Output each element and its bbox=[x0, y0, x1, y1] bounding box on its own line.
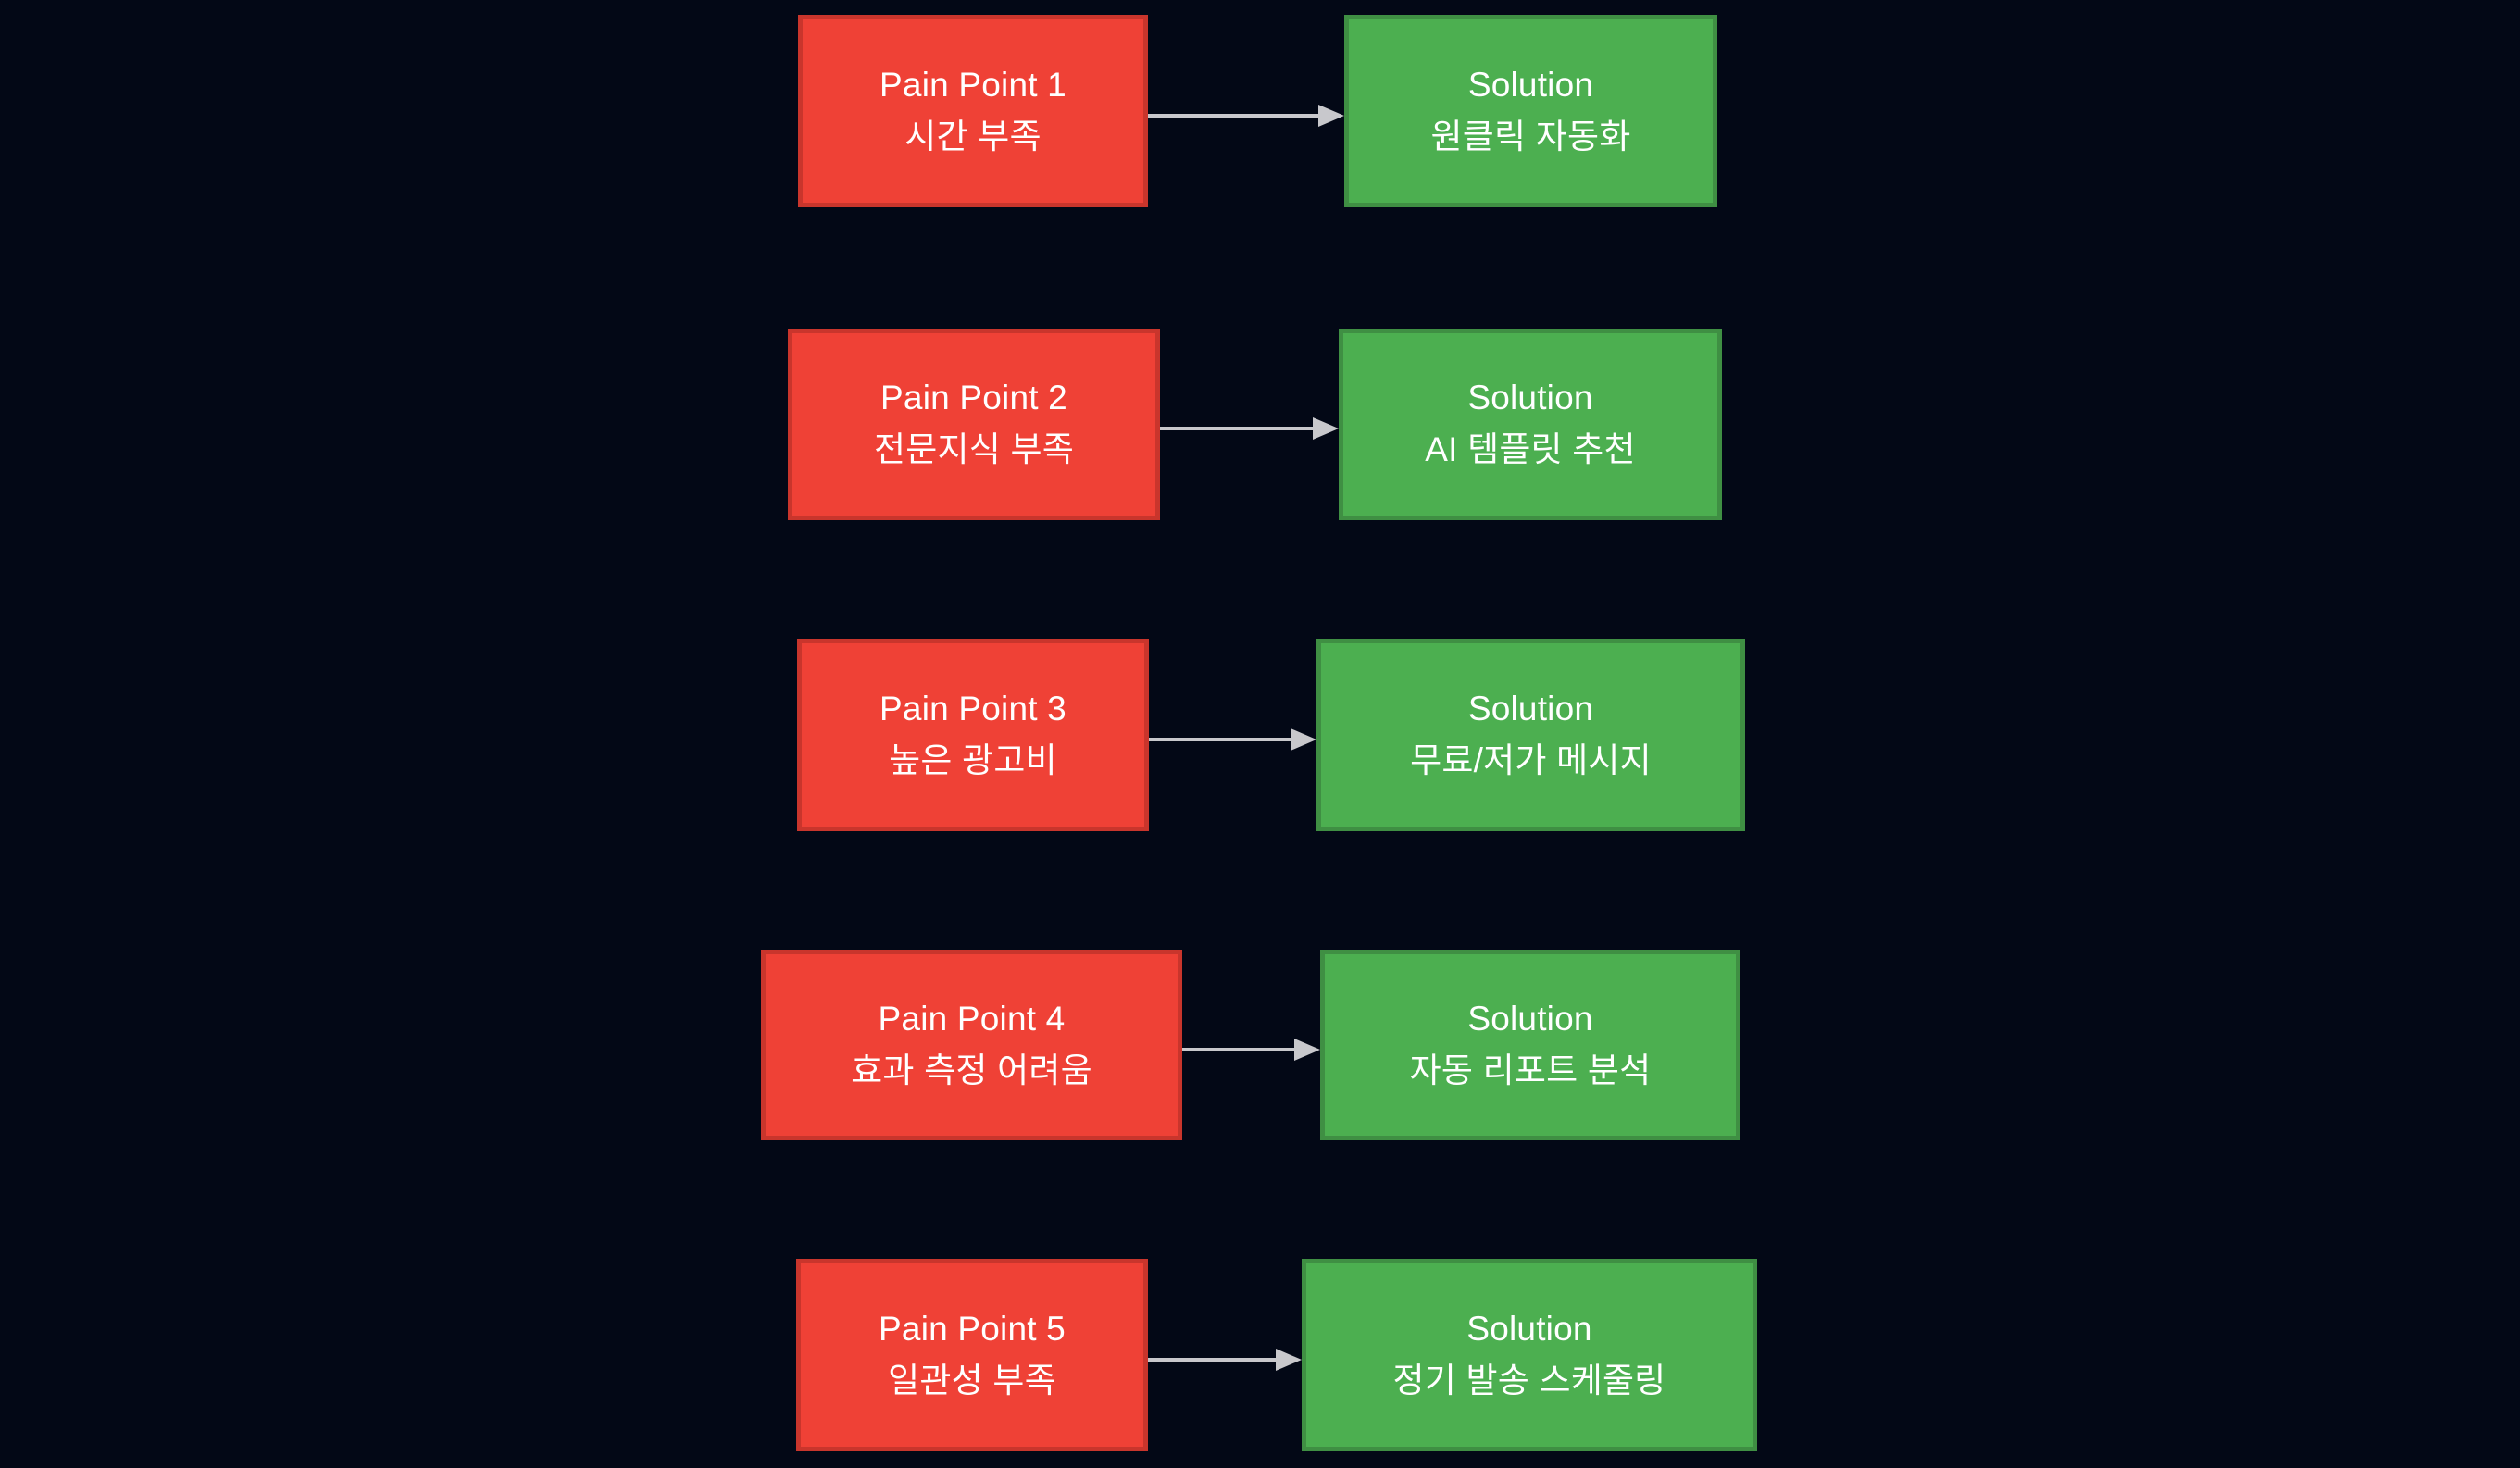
solution-title-4: Solution bbox=[1467, 999, 1593, 1038]
solution-detail-1: 원클릭 자동화 bbox=[1430, 117, 1631, 156]
flow-row-1: Pain Point 1 시간 부족 Solution 원클릭 자동화 bbox=[0, 15, 2520, 207]
pain-point-title-2: Pain Point 2 bbox=[880, 379, 1067, 417]
solution-box-1[interactable]: Solution 원클릭 자동화 bbox=[1344, 15, 1717, 207]
pain-point-title-3: Pain Point 3 bbox=[880, 689, 1067, 728]
solution-title-1: Solution bbox=[1467, 65, 1594, 104]
pain-point-box-3[interactable]: Pain Point 3 높은 광고비 bbox=[797, 639, 1149, 831]
solution-title-2: Solution bbox=[1467, 379, 1593, 417]
flow-arrow-5 bbox=[1148, 1346, 1302, 1374]
pain-point-detail-2: 전문지식 부족 bbox=[874, 430, 1074, 468]
flow-row-4: Pain Point 4 효과 측정 어려움 Solution 자동 리포트 분… bbox=[0, 950, 2520, 1140]
solution-detail-2: AI 템플릿 추천 bbox=[1425, 430, 1636, 468]
pain-point-box-4[interactable]: Pain Point 4 효과 측정 어려움 bbox=[761, 950, 1182, 1140]
solution-title-5: Solution bbox=[1466, 1309, 1592, 1348]
flow-row-3: Pain Point 3 높은 광고비 Solution 무료/저가 메시지 bbox=[0, 639, 2520, 831]
pain-point-title-4: Pain Point 4 bbox=[878, 999, 1066, 1038]
flow-arrow-2 bbox=[1160, 415, 1339, 442]
pain-point-detail-1: 시간 부족 bbox=[904, 117, 1042, 156]
solution-detail-5: 정기 발송 스케줄링 bbox=[1392, 1361, 1666, 1400]
pain-point-box-1[interactable]: Pain Point 1 시간 부족 bbox=[798, 15, 1148, 207]
flow-arrow-4 bbox=[1182, 1036, 1320, 1064]
solution-detail-3: 무료/저가 메시지 bbox=[1410, 740, 1652, 779]
pain-point-title-5: Pain Point 5 bbox=[879, 1309, 1066, 1348]
solution-detail-4: 자동 리포트 분석 bbox=[1409, 1051, 1652, 1089]
pain-point-box-5[interactable]: Pain Point 5 일관성 부족 bbox=[796, 1259, 1148, 1451]
pain-point-title-1: Pain Point 1 bbox=[880, 65, 1067, 104]
pain-point-detail-4: 효과 측정 어려움 bbox=[851, 1051, 1092, 1089]
solution-box-5[interactable]: Solution 정기 발송 스케줄링 bbox=[1302, 1259, 1757, 1451]
flow-arrow-1 bbox=[1148, 102, 1344, 130]
flow-row-5: Pain Point 5 일관성 부족 Solution 정기 발송 스케줄링 bbox=[0, 1259, 2520, 1451]
pain-point-detail-3: 높은 광고비 bbox=[889, 740, 1057, 779]
flow-arrow-3 bbox=[1149, 726, 1316, 753]
solution-box-3[interactable]: Solution 무료/저가 메시지 bbox=[1316, 639, 1745, 831]
solution-title-3: Solution bbox=[1467, 689, 1594, 728]
pain-point-detail-5: 일관성 부족 bbox=[888, 1361, 1056, 1400]
pain-point-box-2[interactable]: Pain Point 2 전문지식 부족 bbox=[788, 329, 1160, 520]
solution-box-2[interactable]: Solution AI 템플릿 추천 bbox=[1339, 329, 1722, 520]
flow-row-2: Pain Point 2 전문지식 부족 Solution AI 템플릿 추천 bbox=[0, 329, 2520, 520]
solution-box-4[interactable]: Solution 자동 리포트 분석 bbox=[1320, 950, 1740, 1140]
